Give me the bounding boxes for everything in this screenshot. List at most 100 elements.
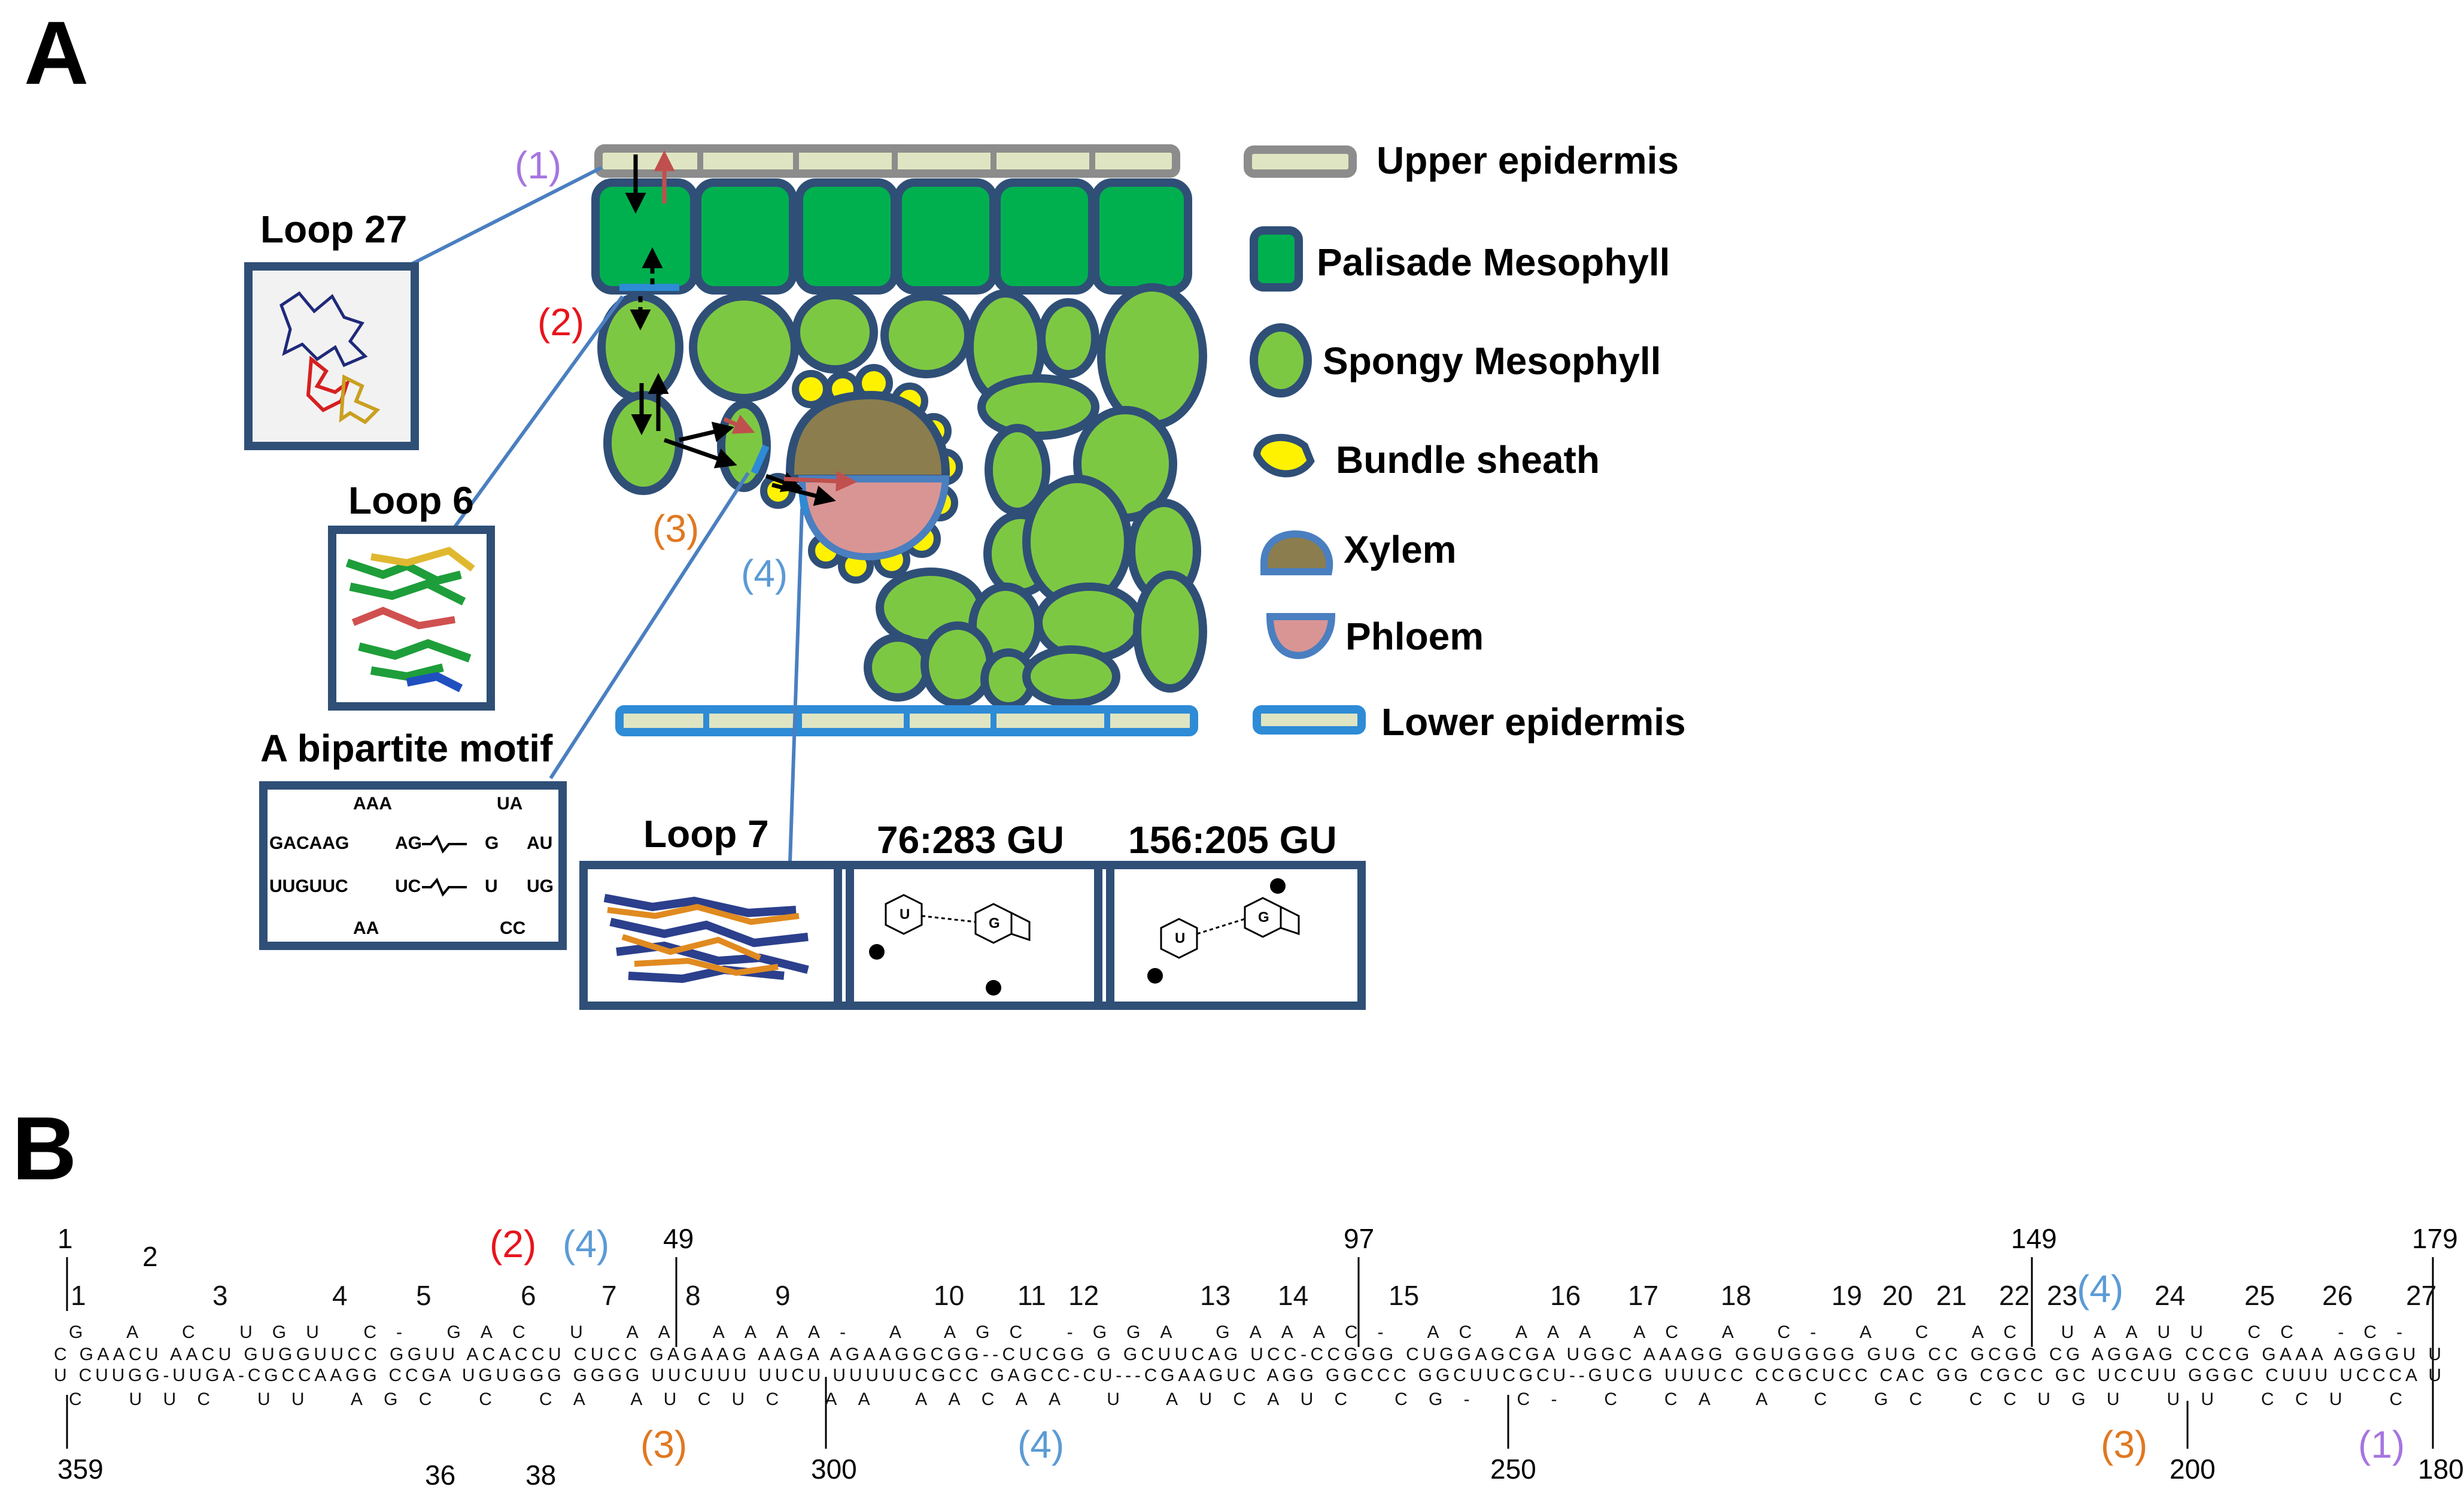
leaf-cross-section	[400, 144, 1207, 863]
spongy-mesophyll	[597, 283, 1207, 711]
legend-label: Xylem	[1344, 528, 1457, 571]
inset-title-loop6: Loop 6	[348, 479, 474, 522]
motif-row2-c: U	[485, 876, 498, 896]
legend-label: Palisade Mesophyll	[1317, 241, 1670, 284]
phloem	[798, 475, 950, 561]
loop-number: 15	[1389, 1280, 1419, 1311]
loop-number: 1	[71, 1280, 86, 1311]
loop-number: 11	[1017, 1280, 1046, 1311]
seq-num-top: 149	[2011, 1223, 2057, 1254]
loop-number: 26	[2322, 1280, 2353, 1311]
lower-epidermis	[615, 705, 1198, 736]
bundle-sheath-swatch	[1253, 433, 1315, 478]
seq-row-bottom-strand: U CUUGG-UUGA-CGCCAAGG CCGA UGUGGG GGGG U…	[54, 1365, 2442, 1385]
seq-num-bottom: 200	[2170, 1453, 2216, 1485]
gu2-u-label: U	[1175, 930, 1185, 946]
seq-marker: (4)	[1017, 1423, 1064, 1466]
inset-title-gu2: 156:205 GU	[1128, 818, 1337, 861]
legend: Upper epidermis Palisade Mesophyll Spong…	[1244, 139, 1686, 744]
motif-bottom-right: CC	[500, 918, 525, 938]
seq-num-top: 97	[1344, 1223, 1374, 1254]
loop-number: 5	[416, 1280, 432, 1311]
gu1-u-label: U	[900, 906, 910, 923]
loop-number: 16	[1550, 1280, 1581, 1311]
spongy-swatch	[1250, 323, 1312, 397]
seq-row-top-strand: C GAACU AACU GUGGUUCC GGUU ACACCU CUCC G…	[54, 1345, 2442, 1364]
ribose-dot	[1147, 968, 1163, 984]
xylem	[786, 390, 950, 483]
inset-title-loop27: Loop 27	[260, 208, 407, 251]
motif-bottom-left: AA	[353, 918, 379, 938]
ribose-dot	[986, 980, 1001, 996]
seq-row-top-loop: G A C UGU C- GAC U AA AAAA- A AGC -GGA G…	[69, 1322, 2403, 1342]
marker-4: (4)	[741, 552, 788, 595]
loop-number: 18	[1721, 1280, 1751, 1311]
loop-number: 20	[1882, 1280, 1913, 1311]
seq-row-bottom-loop: C UUC UU AGC C CA AUCUC AA AACAA U AUCAU…	[69, 1389, 2403, 1409]
marker-3: (3)	[652, 507, 699, 550]
legend-label: Bundle sheath	[1336, 438, 1600, 481]
marker-2: (2)	[537, 301, 584, 344]
ribose-dot	[869, 944, 885, 960]
seq-marker: (1)	[2358, 1423, 2405, 1466]
motif-row1-b: AG	[395, 833, 422, 853]
seq-num-bottom: 250	[1490, 1453, 1536, 1485]
phloem-swatch	[1266, 613, 1336, 660]
loop-number: 21	[1936, 1280, 1967, 1311]
palisade-mesophyll	[591, 178, 1192, 295]
marker-1: (1)	[515, 144, 561, 187]
legend-label: Phloem	[1345, 615, 1484, 658]
loop-number: 13	[1200, 1280, 1231, 1311]
loop-number: 22	[1999, 1280, 2029, 1311]
loop-number: 19	[1831, 1280, 1862, 1311]
panel-label-a: A	[24, 2, 89, 103]
motif-row1-d: AU	[527, 833, 552, 853]
motif-row1-c: G	[485, 833, 499, 853]
seq-marker: (3)	[2101, 1423, 2147, 1466]
boundary-mark	[751, 444, 770, 475]
transport-arrows	[625, 150, 857, 506]
gu1-g-label: G	[989, 915, 1000, 931]
upper-epidermis	[594, 144, 1180, 178]
motif-row1-a: GACAAG	[269, 833, 349, 853]
inset-title-loop7: Loop 7	[643, 812, 769, 855]
seq-num-bottom: 38	[525, 1459, 556, 1491]
legend-label: Lower epidermis	[1381, 700, 1686, 744]
loop-number: 6	[521, 1280, 536, 1311]
seq-num-top: 2	[142, 1241, 158, 1272]
panel-label-b: B	[12, 1098, 77, 1198]
loop-number: 3	[212, 1280, 228, 1311]
motif-row2-d: UG	[527, 876, 554, 896]
seq-num-bottom: 180	[2418, 1453, 2464, 1485]
loop-number: 8	[685, 1280, 701, 1311]
vascular-bundle	[786, 390, 950, 561]
motif-top-left: AAA	[353, 794, 392, 814]
palisade-swatch	[1250, 226, 1303, 292]
loop7-gu-insets: U G U G	[579, 861, 1366, 1010]
gu2-g-label: G	[1258, 909, 1269, 925]
upper-epidermis-swatch	[1244, 145, 1357, 178]
loop-number: 25	[2244, 1280, 2275, 1311]
seq-num-top: 179	[2412, 1223, 2458, 1254]
bipartite-motif-inset: AAA UA GACAAG AG G AU UUGUUC UC U UG AA …	[259, 781, 567, 950]
loop-number: 4	[332, 1280, 348, 1311]
motif-top-right: UA	[497, 794, 522, 814]
loop-number: 23	[2047, 1280, 2077, 1311]
seq-marker: (4)	[2077, 1267, 2123, 1310]
loop-number: 14	[1278, 1280, 1308, 1311]
motif-row2-b: UC	[395, 876, 421, 896]
seq-marker: (2)	[490, 1222, 536, 1266]
loop-number: 10	[934, 1280, 964, 1311]
ribose-dot	[1270, 878, 1286, 894]
xylem-swatch	[1260, 530, 1333, 575]
loop-number: 27	[2406, 1280, 2436, 1311]
loop27-inset	[244, 262, 419, 450]
seq-marker: (4)	[563, 1222, 609, 1266]
legend-label: Upper epidermis	[1377, 139, 1679, 182]
seq-num-top: 1	[57, 1223, 73, 1254]
legend-label: Spongy Mesophyll	[1323, 339, 1661, 383]
